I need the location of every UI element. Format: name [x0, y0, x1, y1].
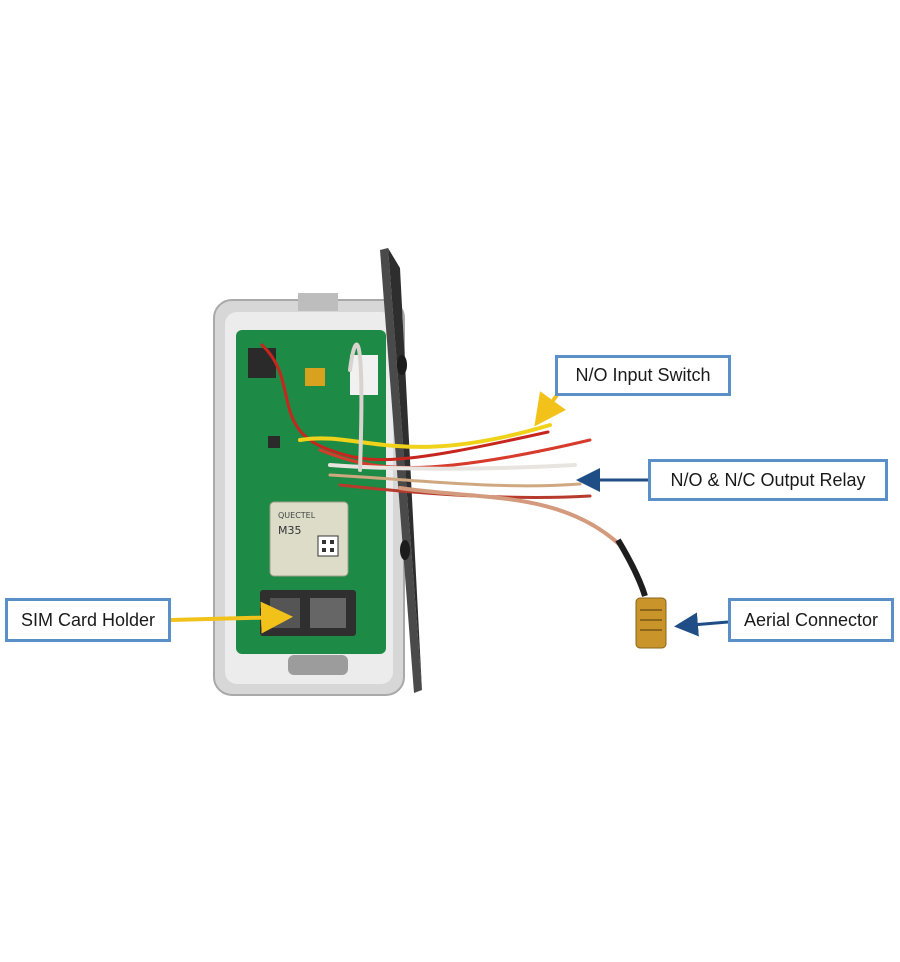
input-switch-label: N/O Input Switch — [555, 355, 731, 396]
gsm-module: QUECTEL M35 — [269, 501, 349, 577]
sim-holder-arrow — [170, 601, 293, 634]
output-relay-label: N/O & N/C Output Relay — [648, 459, 888, 501]
input-switch-arrow — [534, 391, 567, 427]
aerial-connector — [615, 538, 667, 649]
aerial-arrow — [674, 612, 729, 637]
module-model: M35 — [278, 524, 302, 537]
aerial-connector-label: Aerial Connector — [728, 598, 894, 642]
module-brand: QUECTEL — [278, 511, 316, 520]
sim-card-holder-label: SIM Card Holder — [5, 598, 171, 642]
callout-arrows — [170, 391, 729, 637]
wires — [260, 342, 622, 547]
